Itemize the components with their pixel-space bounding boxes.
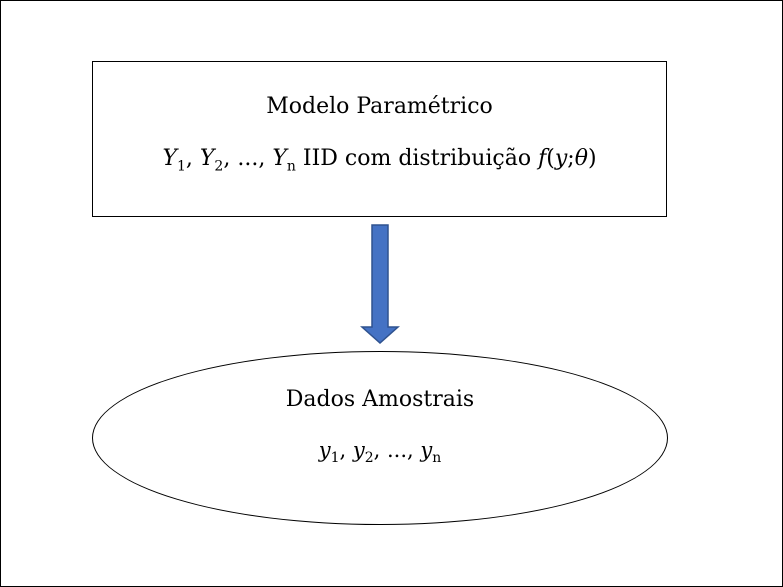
model-sub-2: 2 <box>214 158 224 175</box>
model-title: Modelo Paramétrico <box>266 94 493 119</box>
model-sub-1: 1 <box>176 158 186 175</box>
model-var-1: Y <box>162 146 177 171</box>
model-y: y <box>554 146 568 171</box>
model-var-2: Y <box>199 146 215 171</box>
data-formula: y1, y2, ..., yn <box>318 438 442 467</box>
model-var-n: Y <box>272 146 287 171</box>
model-ellipsis: ... <box>237 146 259 171</box>
data-sub-n: n <box>432 450 442 467</box>
data-title: Dados Amostrais <box>285 387 475 412</box>
data-ellipsis: ... <box>387 438 408 462</box>
data-sub-1: 1 <box>330 450 340 467</box>
sample-data-ellipse: Dados Amostrais y1, y2, ..., yn <box>92 351 668 525</box>
model-theta: θ <box>574 146 588 171</box>
data-var-1: y <box>318 438 331 462</box>
model-f: f <box>538 146 547 171</box>
data-sub-2: 2 <box>364 450 374 467</box>
data-var-n: y <box>420 438 433 462</box>
down-arrow-icon <box>360 224 400 345</box>
model-iid-text: IID com distribuição <box>295 146 539 171</box>
arrow-shape <box>360 224 400 345</box>
parametric-model-box: Modelo Paramétrico Y1, Y2, ..., Yn IID c… <box>92 61 667 217</box>
data-var-2: y <box>352 438 365 462</box>
model-formula: Y1, Y2, ..., Yn IID com distribuição f(y… <box>162 146 597 175</box>
model-sub-n: n <box>286 158 296 175</box>
